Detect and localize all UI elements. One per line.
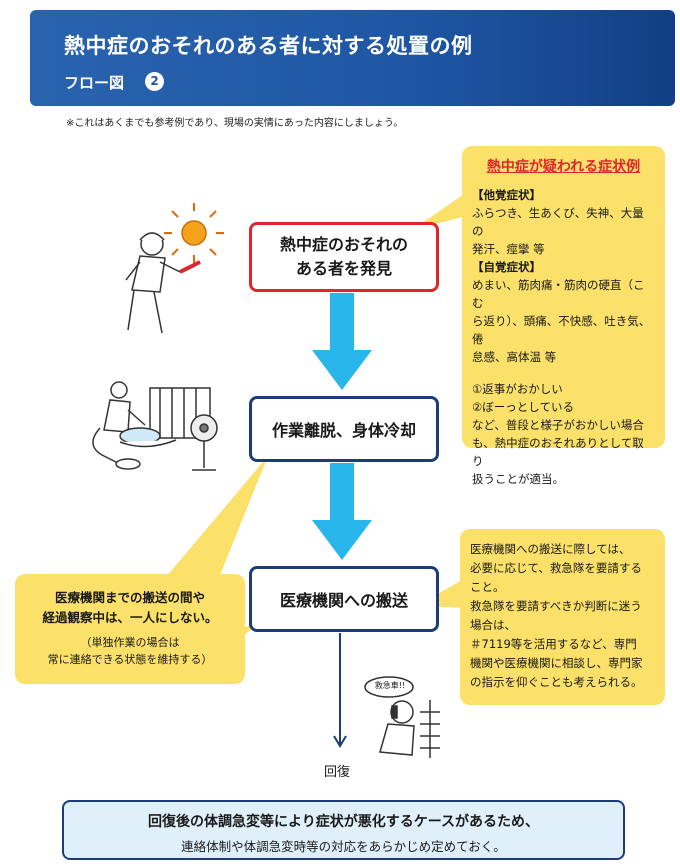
transport-line: 医療機関への搬送に際しては、 [470, 542, 631, 556]
signs-note-line: 扱うことが適当。 [472, 472, 564, 486]
symptom-line: 怠感、高体温 等 [472, 350, 557, 364]
accompany-sub: （単独作業の場合は 常に連絡できる状態を維持する） [21, 634, 239, 668]
other-symptoms-label: 【他覚症状】 [472, 188, 541, 202]
sign-line: ②ぼーっとしている [472, 400, 574, 414]
transport-line: 必要に応じて、救急隊を要請する [470, 561, 642, 575]
callout-tail [412, 190, 470, 230]
symptom-line: ふらつき、生あくび、失神、大量の [472, 206, 644, 238]
cooling-worker-illustration [92, 381, 218, 471]
page-subtitle: フロー図 [64, 74, 125, 92]
phone-bubble-text: 救急車!! [374, 681, 406, 690]
transport-line: こと。 [470, 580, 505, 594]
followup-line-2: 連絡体制や体調急変時等の対応をあらかじめ定めておく。 [181, 839, 506, 854]
worker-sun-illustration [125, 203, 224, 334]
accompany-main-line: 医療機関までの搬送の間や [54, 590, 205, 605]
followup-notice: 回復後の体調急変等により症状が悪化するケースがあるため、 連絡体制や体調急変時等… [62, 800, 625, 860]
symptom-line: めまい、筋肉痛・筋肉の硬直（こむ [472, 278, 645, 310]
transport-callout: 医療機関への搬送に際しては、 必要に応じて、救急隊を要請する こと。 救急隊を要… [460, 529, 665, 705]
accompany-sub-line: （単独作業の場合は [80, 636, 180, 649]
followup-line-1: 回復後の体調急変等により症状が悪化するケースがあるため、 [147, 814, 540, 830]
arrow-down-icon [312, 293, 372, 390]
transport-line: 救急隊を要請すべきか判断に迷う [470, 599, 642, 613]
self-symptoms-label: 【自覚症状】 [472, 260, 541, 274]
thin-arrow-icon [333, 633, 347, 748]
flow-end-recovery: 回復 [324, 765, 351, 780]
flow-step-cooling: 作業離脱、身体冷却 [249, 396, 439, 462]
step-text: 熱中症のおそれの [279, 235, 408, 254]
signs-note-line: も、熱中症のおそれありとして取り [472, 436, 644, 468]
page-title: 熱中症のおそれのある者に対する処置の例 [64, 34, 473, 58]
transport-line: 機関や医療機関に相談し、専門家 [470, 656, 643, 670]
header-banner: 熱中症のおそれのある者に対する処置の例 フロー図 2 [30, 10, 675, 106]
accompany-main-line: 経過観察中は、一人にしない。 [42, 610, 218, 625]
flow-step-transport: 医療機関への搬送 [249, 566, 439, 632]
accompany-callout: 医療機関までの搬送の間や 経過観察中は、一人にしない。 （単独作業の場合は 常に… [15, 574, 245, 684]
symptom-line: ら返り）、頭痛、不快感、吐き気、倦 [472, 314, 651, 346]
accompany-sub-line: 常に連絡できる状態を維持する） [47, 653, 213, 666]
arrow-down-icon [312, 463, 372, 560]
symptoms-callout: 熱中症が疑われる症状例 【他覚症状】 ふらつき、生あくび、失神、大量の 発汗、痙… [462, 146, 665, 486]
accompany-main: 医療機関までの搬送の間や 経過観察中は、一人にしない。 [21, 588, 239, 628]
signs-note-line: など、普段と様子がおかしい場合 [472, 418, 644, 432]
phone-call-illustration [364, 676, 440, 758]
transport-line: の指示を仰ぐことも考えられる。 [470, 675, 643, 689]
number-badge: 2 [145, 72, 164, 91]
flow-step-discover: 熱中症のおそれの ある者を発見 [249, 222, 439, 292]
transport-line: ＃7119等を活用するなど、専門 [470, 637, 637, 651]
transport-line: 場合は、 [470, 618, 516, 632]
step-text: ある者を発見 [295, 259, 392, 278]
callout-tail [150, 456, 268, 600]
symptoms-title: 熱中症が疑われる症状例 [486, 159, 641, 175]
sun-icon [164, 203, 224, 263]
symptom-line: 発汗、痙攣 等 [472, 242, 545, 256]
sign-line: ①返事がおかしい [472, 382, 563, 396]
reference-note: ※これはあくまでも参考例であり、現場の実情にあった内容にしましょう。 [66, 118, 404, 129]
